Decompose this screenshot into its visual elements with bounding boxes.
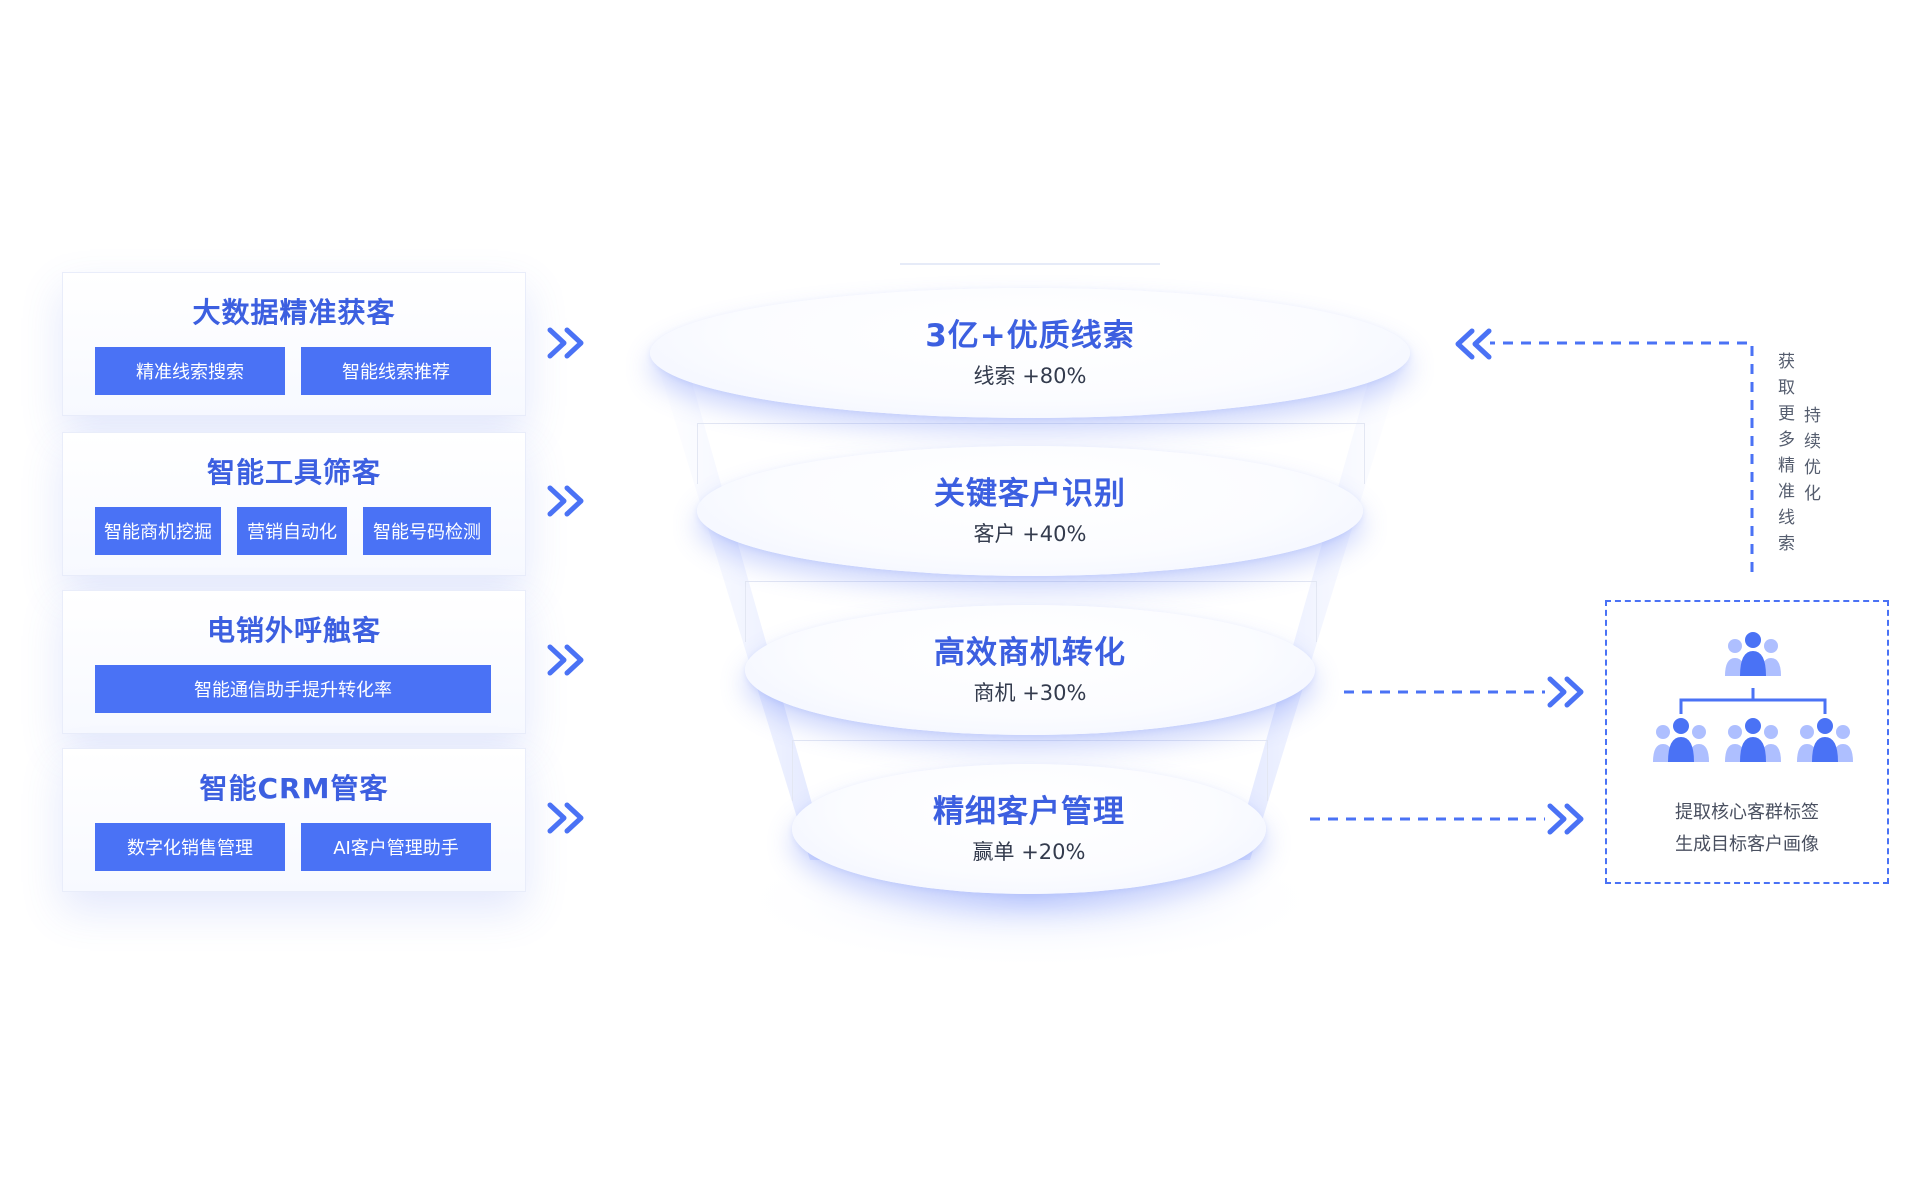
funnel-frame-2: [697, 423, 1365, 484]
card-telesales: 电销外呼触客 智能通信助手提升转化率: [62, 590, 526, 734]
double-chevron-right-icon: [547, 644, 584, 676]
double-chevron-right-icon: [547, 485, 584, 517]
chip-ai-customer-assistant: AI客户管理助手: [301, 823, 491, 871]
level-title: 精细客户管理: [933, 794, 1125, 830]
level-stat: 商机 +30%: [973, 681, 1087, 705]
target-caption-line1: 提取核心客群标签: [1675, 802, 1819, 823]
chip-opportunity-mining: 智能商机挖掘: [95, 507, 221, 555]
level-stat: 线索 +80%: [973, 364, 1087, 388]
level-title: 高效商机转化: [934, 635, 1126, 671]
level-stat: 客户 +40%: [973, 522, 1087, 546]
chip-digital-sales-management: 数字化销售管理: [95, 823, 285, 871]
feedback-text-more-leads: 获取更多精准线索: [1774, 352, 1794, 560]
card-title: 智能工具筛客: [206, 456, 381, 489]
user-group-hierarchy-icon: [1653, 632, 1853, 762]
chip-communication-assistant: 智能通信助手提升转化率: [95, 665, 491, 713]
chip-precise-lead-search: 精准线索搜索: [95, 347, 285, 395]
chip-marketing-automation: 营销自动化: [237, 507, 347, 555]
card-smart-tools: 智能工具筛客 智能商机挖掘 营销自动化 智能号码检测: [62, 432, 526, 576]
level-title: 关键客户识别: [934, 476, 1126, 512]
level-title: 3亿+优质线索: [925, 318, 1135, 354]
card-title: 大数据精准获客: [192, 296, 396, 329]
target-profile-box: 提取核心客群标签 生成目标客户画像: [1605, 600, 1889, 884]
funnel-level-leads: 3亿+优质线索 线索 +80%: [650, 288, 1410, 418]
level-stat: 赢单 +20%: [972, 840, 1086, 864]
double-chevron-right-icon: [1547, 676, 1584, 708]
target-caption-line2: 生成目标客户画像: [1675, 834, 1819, 855]
card-crm: 智能CRM管客 数字化销售管理 AI客户管理助手: [62, 748, 526, 892]
card-title: 智能CRM管客: [199, 772, 389, 805]
funnel-level-customers: 关键客户识别 客户 +40%: [697, 446, 1363, 576]
chip-smart-lead-recommend: 智能线索推荐: [301, 347, 491, 395]
double-chevron-right-icon: [547, 327, 584, 359]
double-chevron-right-icon: [547, 802, 584, 834]
funnel-frame-3: [745, 581, 1317, 642]
feedback-text-optimize: 持续优化: [1800, 406, 1820, 510]
double-chevron-right-icon: [1547, 803, 1584, 835]
chip-number-detection: 智能号码检测: [363, 507, 491, 555]
card-big-data: 大数据精准获客 精准线索搜索 智能线索推荐: [62, 272, 526, 416]
funnel-level-opportunities: 高效商机转化 商机 +30%: [745, 605, 1315, 735]
funnel-level-deals: 精细客户管理 赢单 +20%: [792, 764, 1266, 894]
funnel-frame-4: [792, 740, 1268, 801]
card-title: 电销外呼触客: [206, 614, 381, 647]
double-chevron-left-icon: [1455, 328, 1492, 360]
